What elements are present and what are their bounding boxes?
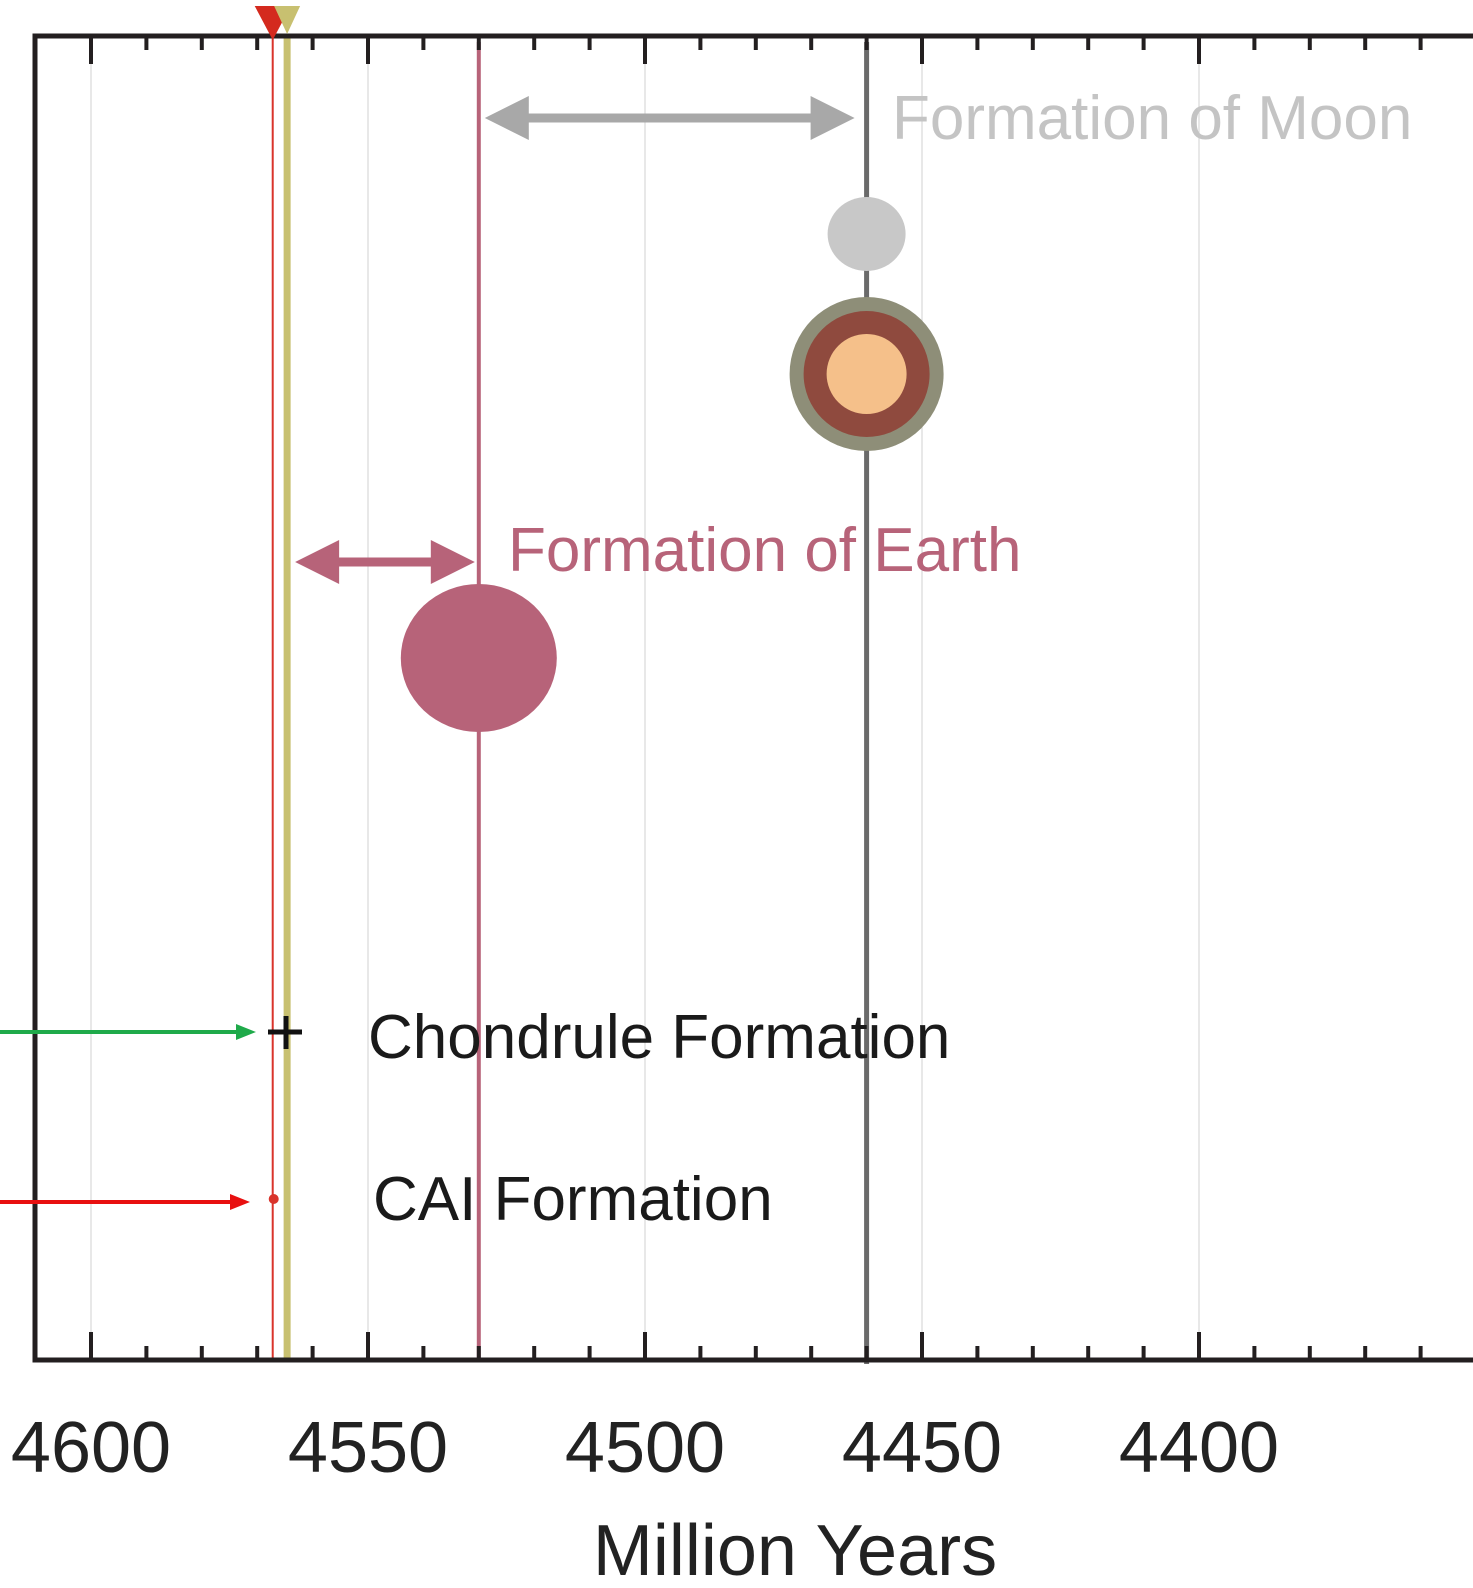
arrow-head-right bbox=[810, 96, 855, 140]
chondrule-pointer-head bbox=[236, 1024, 256, 1040]
x-tick-labels: 4600 4550 4500 4450 4400 bbox=[11, 1408, 1279, 1488]
axis-ticks bbox=[89, 36, 1423, 1360]
x-tick-label: 4400 bbox=[1119, 1408, 1279, 1488]
arrow-head-right bbox=[430, 540, 475, 584]
x-tick-label: 4550 bbox=[288, 1408, 448, 1488]
earth-core bbox=[826, 334, 907, 414]
x-tick-label: 4500 bbox=[565, 1408, 725, 1488]
chondrule-formation-label: Chondrule Formation bbox=[368, 1003, 950, 1072]
diagram-decorations bbox=[0, 6, 944, 1210]
moon-range-arrow bbox=[484, 96, 855, 140]
x-axis-title: Million Years bbox=[593, 1511, 997, 1588]
cai-dot bbox=[268, 1194, 279, 1204]
plot-frame bbox=[32, 33, 1473, 1363]
grid-lines bbox=[90, 36, 1200, 1360]
x-tick-label: 4600 bbox=[11, 1408, 171, 1488]
x-tick-label: 4450 bbox=[842, 1408, 1002, 1488]
earth-range-arrow bbox=[295, 540, 475, 584]
earth-formation-label: Formation of Earth bbox=[508, 516, 1021, 585]
moon-body bbox=[827, 197, 906, 271]
chondrule-marker-triangle bbox=[274, 6, 301, 34]
arrow-head-left bbox=[295, 540, 340, 584]
proto-earth-body bbox=[400, 584, 557, 732]
moon-formation-label: Formation of Moon bbox=[892, 84, 1412, 153]
arrow-head-left bbox=[484, 96, 529, 140]
cai-formation-label: CAI Formation bbox=[373, 1165, 773, 1234]
cai-pointer-head bbox=[230, 1194, 250, 1210]
